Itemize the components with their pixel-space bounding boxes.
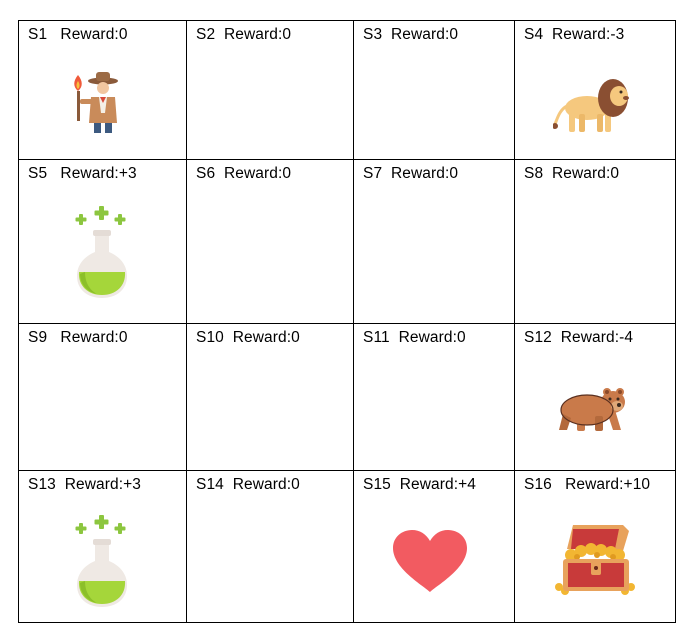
cell-label: S7 Reward:0 — [363, 165, 459, 182]
cell-label: S15 Reward:+4 — [363, 476, 477, 493]
cell-s10: S10 Reward:0 — [186, 323, 354, 471]
cell-label: S11 Reward:0 — [363, 329, 466, 346]
cell-label: S3 Reward:0 — [363, 26, 459, 43]
cell-s16: S16 Reward:+10 — [514, 470, 676, 623]
cell-s12: S12 Reward:-4 — [514, 323, 676, 471]
cell-s7: S7 Reward:0 — [353, 159, 515, 324]
heart-icon — [391, 528, 469, 594]
cell-label: S2 Reward:0 — [196, 26, 292, 43]
cell-label: S6 Reward:0 — [196, 165, 292, 182]
potion-icon — [71, 513, 133, 609]
cell-s13: S13 Reward:+3 — [18, 470, 187, 623]
cell-s14: S14 Reward:0 — [186, 470, 354, 623]
treasure-chest-icon — [553, 521, 639, 597]
cell-s3: S3 Reward:0 — [353, 20, 515, 160]
cell-s11: S11 Reward:0 — [353, 323, 515, 471]
explorer-icon — [67, 69, 125, 133]
cell-label: S8 Reward:0 — [524, 165, 620, 182]
cell-s8: S8 Reward:0 — [514, 159, 676, 324]
potion-icon — [71, 204, 133, 300]
cell-label: S14 Reward:0 — [196, 476, 300, 493]
cell-s5: S5 Reward:+3 — [18, 159, 187, 324]
cell-label: S10 Reward:0 — [196, 329, 300, 346]
cell-label: S12 Reward:-4 — [524, 329, 634, 346]
cell-label: S1 Reward:0 — [28, 26, 128, 43]
cell-s2: S2 Reward:0 — [186, 20, 354, 160]
bear-icon — [557, 386, 629, 434]
cell-s4: S4 Reward:-3 — [514, 20, 676, 160]
cell-label: S5 Reward:+3 — [28, 165, 137, 182]
cell-label: S13 Reward:+3 — [28, 476, 142, 493]
grid-world: S1 Reward:0 — [18, 20, 676, 623]
cell-label: S9 Reward:0 — [28, 329, 128, 346]
lion-icon — [553, 76, 633, 136]
cell-s1: S1 Reward:0 — [18, 20, 187, 160]
cell-label: S16 Reward:+10 — [524, 476, 651, 493]
cell-s9: S9 Reward:0 — [18, 323, 187, 471]
cell-label: S4 Reward:-3 — [524, 26, 625, 43]
cell-s6: S6 Reward:0 — [186, 159, 354, 324]
cell-s15: S15 Reward:+4 — [353, 470, 515, 623]
